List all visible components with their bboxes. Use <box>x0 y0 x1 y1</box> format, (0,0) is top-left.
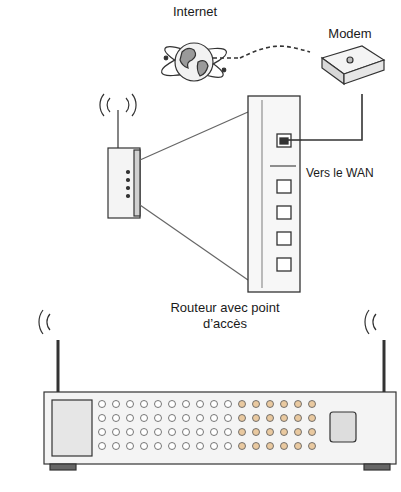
router-panel <box>248 96 302 292</box>
modem-node: Modem <box>310 24 390 94</box>
node-label: Routeur avec point d’accès <box>155 300 295 331</box>
internet-node: Internet <box>150 2 240 98</box>
ethernet-cable <box>302 94 362 140</box>
internet-link <box>240 46 310 58</box>
av-receiver <box>39 310 396 470</box>
globe-icon <box>159 41 238 83</box>
node-label: Internet <box>150 4 240 20</box>
modem-icon <box>322 46 384 84</box>
wireless-router-icon <box>100 94 248 280</box>
node-label: Modem <box>310 26 390 42</box>
router-node: Routeur avec point d’accès <box>95 92 302 338</box>
edge-label: Vers le WAN <box>304 166 376 180</box>
